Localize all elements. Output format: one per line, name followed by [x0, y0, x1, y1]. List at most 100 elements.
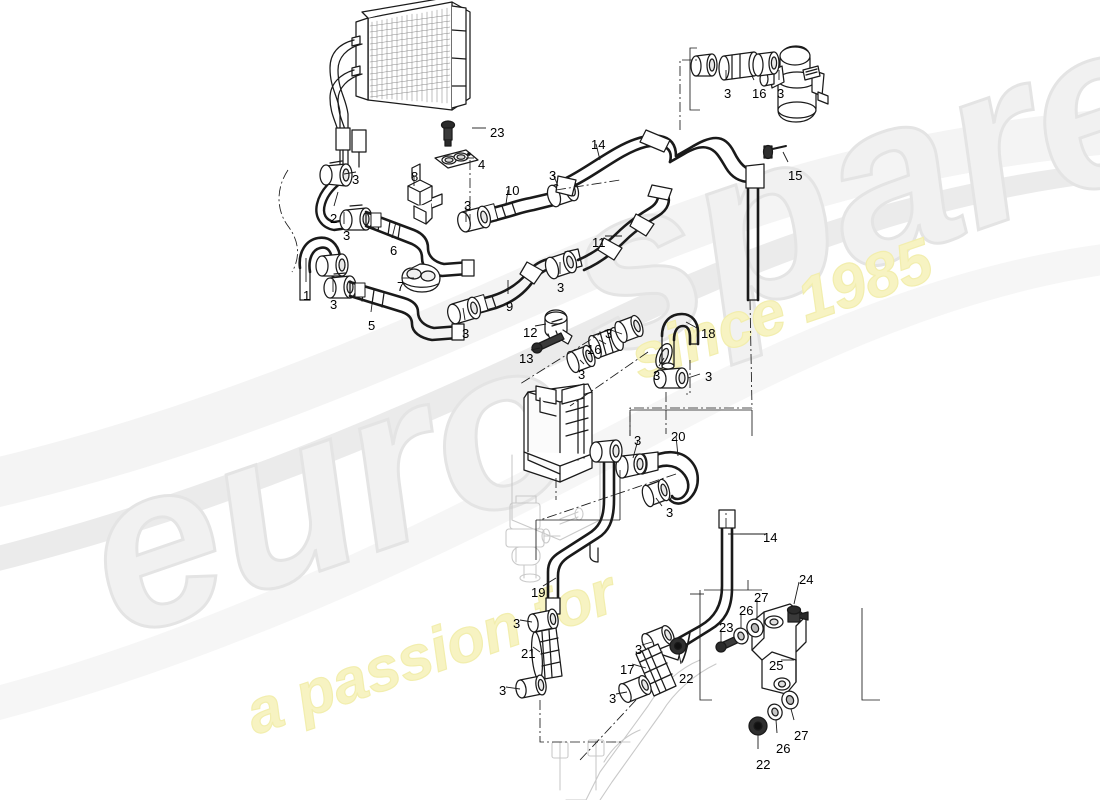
nut-22-upper — [669, 637, 687, 655]
bracket-plate-4 — [434, 149, 479, 169]
clamp-3-upper — [319, 160, 353, 187]
shut-off-valve-ghost — [505, 495, 584, 583]
callout-number-14a: 14 — [591, 137, 606, 152]
washer-27-upper — [746, 618, 764, 638]
callout-number-3d: 3 — [464, 198, 472, 213]
callout-number-3b: 3 — [343, 228, 351, 243]
washer-26-lower — [767, 703, 783, 721]
callout-number-3a: 3 — [352, 172, 360, 187]
callout-number-21: 21 — [521, 646, 536, 661]
clamp-3-pipe9-right — [544, 250, 578, 280]
callout-number-16a: 16 — [752, 86, 767, 101]
clamp-3-hose20-in — [615, 453, 647, 479]
pipe-5 — [348, 280, 465, 342]
callout-number-3k: 3 — [578, 367, 586, 382]
callout-number-3p: 3 — [513, 616, 521, 631]
leader-lines — [305, 70, 800, 749]
callout-number-14b: 14 — [763, 530, 778, 545]
washer-27-lower — [781, 690, 799, 710]
heat-exchanger-core — [351, 0, 471, 111]
callout-number-10: 10 — [505, 183, 520, 198]
group-bracket-lines — [535, 47, 880, 701]
callout-number-3j: 3 — [605, 326, 613, 341]
part-15-screw — [762, 144, 787, 160]
callout-number-8: 8 — [411, 169, 419, 184]
callout-number-9: 9 — [506, 299, 514, 314]
bolt-24 — [786, 605, 809, 623]
background-swoosh-lower — [0, 244, 1100, 720]
clamp-3-sleeve16-bottom — [566, 344, 596, 374]
callout-number-23a: 23 — [490, 125, 505, 140]
exchanger-feed-pipes — [329, 39, 367, 171]
callout-number-11: 11 — [592, 235, 606, 250]
clamp-3-pipe9-left — [447, 296, 482, 325]
callout-number-25: 25 — [769, 658, 784, 673]
callout-number-23b: 23 — [719, 620, 734, 635]
callout-number-24: 24 — [799, 572, 814, 587]
background-swoosh-line — [0, 163, 1100, 571]
clamp-3-hose1-top — [315, 253, 349, 277]
callout-number-7: 7 — [397, 279, 405, 294]
background-swoosh-upper — [0, 109, 1100, 507]
callout-number-3f: 3 — [462, 326, 470, 341]
pipe-6 — [364, 210, 475, 278]
clamp-3-hose21-bottom — [515, 674, 547, 699]
callout-number-22b: 22 — [756, 757, 771, 772]
callout-number-2: 2 — [330, 211, 338, 226]
callout-number-15: 15 — [788, 168, 803, 183]
callout-number-18: 18 — [701, 326, 716, 341]
callout-number-12: 12 — [523, 325, 538, 340]
callout-number-3n: 3 — [634, 433, 642, 448]
assembly-axis-lines — [278, 59, 753, 761]
callout-number-3i: 3 — [777, 86, 785, 101]
hose-21 — [530, 627, 563, 681]
callout-number-3h: 3 — [724, 86, 732, 101]
callout-number-3l: 3 — [653, 368, 661, 383]
clamp-3-hose21-top — [527, 608, 559, 633]
callout-number-3o: 3 — [666, 505, 674, 520]
clamp-3-hose1-bottom — [323, 272, 357, 299]
callout-number-5: 5 — [368, 318, 376, 333]
hose-11 — [576, 184, 673, 272]
callout-number-27a: 27 — [754, 590, 769, 605]
hose-14-upper — [555, 129, 765, 302]
nut-22-lower — [748, 716, 768, 736]
callout-number-3q: 3 — [499, 683, 507, 698]
callout-number-22a: 22 — [679, 671, 694, 686]
callout-number-3e: 3 — [549, 168, 557, 183]
callout-number-3r: 3 — [635, 642, 643, 657]
callout-number-19: 19 — [531, 585, 546, 600]
clamp-3-sleeve16-top — [614, 314, 644, 344]
callout-number-3m: 3 — [705, 369, 713, 384]
clamp-3-pump-right — [752, 51, 780, 77]
callout-number-3g: 3 — [557, 280, 565, 295]
callout-number-4: 4 — [478, 157, 486, 172]
clamp-3-pump-left — [690, 53, 718, 77]
callout-number-26a: 26 — [739, 603, 754, 618]
callout-number-1: 1 — [303, 288, 311, 303]
callout-number-6: 6 — [390, 243, 398, 258]
clamp-3-below-18 — [653, 367, 689, 389]
callout-number-26b: 26 — [776, 741, 791, 756]
part-8-fitting — [407, 163, 443, 225]
clamp-3-hose17-bottom — [618, 675, 652, 703]
callout-number-27b: 27 — [794, 728, 809, 743]
washer-26-upper — [733, 627, 749, 645]
callout-number-17: 17 — [620, 662, 635, 677]
sleeve-16-middle — [588, 326, 624, 360]
clamp-3-pipe19-top — [589, 439, 623, 463]
callout-number-13: 13 — [519, 351, 534, 366]
reservoir-tank-ghost — [511, 454, 601, 541]
clamp-3-hose20-low — [641, 478, 671, 508]
clamp-3-hose2-right — [339, 204, 373, 231]
bolt-23-top — [440, 120, 456, 147]
callout-number-20: 20 — [671, 429, 686, 444]
part-7-grommet — [401, 263, 441, 293]
clamp-3-pipe10-left — [457, 205, 492, 233]
coolant-reservoir-tank — [523, 383, 593, 483]
callout-number-16b: 16 — [587, 342, 602, 357]
callout-number-3s: 3 — [609, 691, 617, 706]
